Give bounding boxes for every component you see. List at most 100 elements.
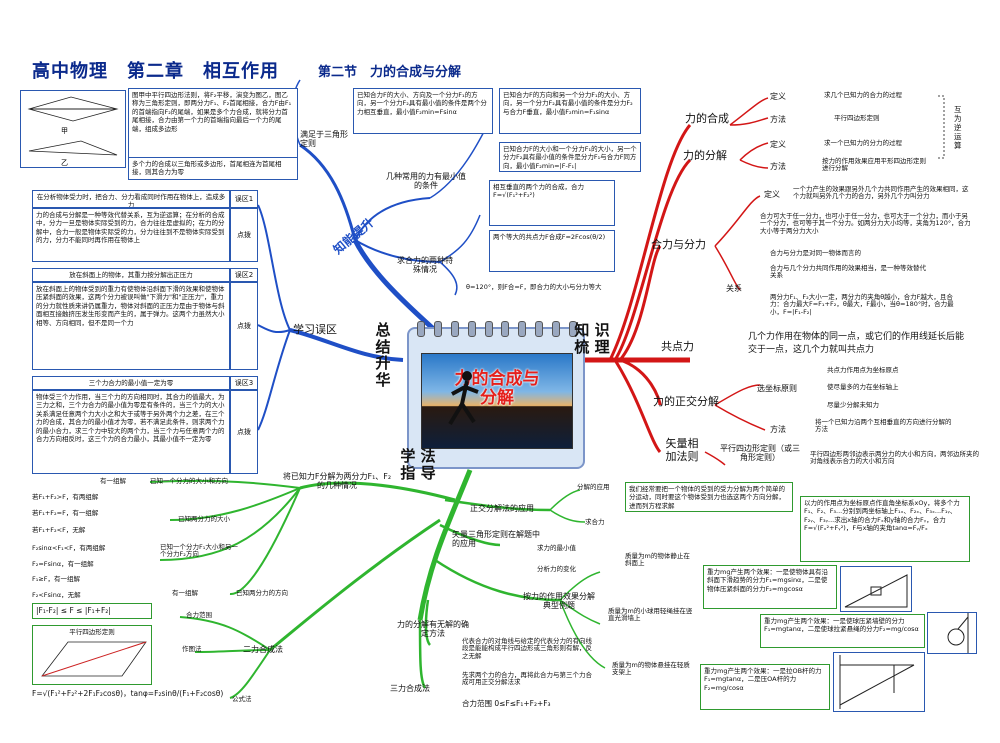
error2-tag: 误区2 xyxy=(230,268,258,282)
zj-p1: 共点力作用点为坐标原点 xyxy=(827,366,899,374)
min-box-2: 已知合力F的方向和另一个分力F₁的大小、方向，另一个分力F₂具有最小值的条件是分… xyxy=(499,88,641,134)
special-note: θ=120°，则F合=F，即合力的大小与分力等大 xyxy=(466,283,602,291)
inverse-bracket xyxy=(938,95,945,159)
green-branch xyxy=(417,469,473,621)
tri-min: 求力的最小值 xyxy=(537,544,576,552)
node-learn: 学习误区 xyxy=(293,323,337,336)
known-3d: F₂<Fsinα，无解 xyxy=(32,591,81,599)
node-gongdian: 共点力 xyxy=(661,340,694,353)
hub-summary: 总 结 升 华 xyxy=(375,321,391,389)
node-triangle: 矢量三角形定则在解题中的应用 xyxy=(452,530,540,549)
tri-change: 分析力的变化 xyxy=(537,565,576,573)
ex3: 质量为m的物体悬挂在轻质支架上 xyxy=(612,661,690,677)
ex1-figure xyxy=(840,566,912,612)
fenjie-def: 定义 xyxy=(770,140,786,149)
special-box-1: 相互垂直的两个力的合成，合力F=√(F₁²+F₂²) xyxy=(489,180,615,226)
min-box-1: 已知合力F的大小、方向及一个分力F₁的方向，另一个分力F₂具有最小值的条件是两个… xyxy=(353,88,493,134)
hub-method: 学 法 指 导 xyxy=(400,447,436,482)
known-1: 有一组解 xyxy=(100,477,126,485)
known-3c: F₁≥F，有一组解 xyxy=(32,575,81,583)
det-text: 代表合力的对角线与给定的代表分力的有向线段是能能构成平行四边形或三角形则有解，反… xyxy=(462,637,592,660)
node-heli: 合力与分力 xyxy=(651,238,706,251)
runner-silhouette xyxy=(448,371,479,426)
known-2: 已知两分力的大小 xyxy=(178,515,230,523)
node-known: 将已知力F分解为两分力F₁、F₂的几种情况 xyxy=(282,472,392,491)
zj-p3: 尽量少分解未知力 xyxy=(827,401,879,409)
error3-title: 三个力合力的最小值一定为零 xyxy=(32,376,230,390)
heli-rel3: 合力与几个分力共同作用的效果相当，是一种等效替代关系 xyxy=(770,264,926,280)
inverse-note: 互为逆运算 xyxy=(954,105,962,150)
node-fenjie: 力的分解 xyxy=(683,149,727,162)
triangle-rule-text: 图甲中平行四边形法则，将F₂平移，演变为图乙，图乙称为三角形定则，即两分力F₁、… xyxy=(128,88,298,158)
ex1: 质量为m的物体静止在斜面上 xyxy=(625,552,690,568)
zj-principle: 选坐标原则 xyxy=(757,384,797,393)
node-ortho: 正交分解法的应用 xyxy=(470,504,534,513)
range-label: 合力范围 xyxy=(186,611,212,619)
error1-tag: 误区1 xyxy=(230,190,258,208)
node-vector: 矢量相加法则 xyxy=(665,437,699,463)
ortho-app: 分解的应用 xyxy=(577,483,610,491)
error3-text: 物体受三个力作用，当三个力的方向相同时，其合力的值最大，为三力之和，三个力合力的… xyxy=(32,390,230,474)
graph-label: 作图法 xyxy=(182,645,202,653)
formula-label: 公式法 xyxy=(232,695,252,703)
known-3a: F₂sinα<F₁<F，有两组解 xyxy=(32,544,106,552)
hecheng-method-text: 平行四边形定则 xyxy=(834,114,880,122)
formula-text: F=√(F₁²+F₂²+2F₁F₂cosθ)，tanφ=F₂sinθ/(F₁+F… xyxy=(32,689,224,698)
known-4: 有一组解 xyxy=(172,589,198,597)
zj-method-text: 将一个已知力沿两个互相垂直的方向进行分解的方法 xyxy=(815,418,952,434)
error2-mark: 点拨 xyxy=(230,282,258,370)
vector-rule: 平行四边形定则（或三角形定则） xyxy=(720,444,800,463)
heli-rel4: 两分力F₁、F₂大小一定，两分力的夹角θ越小，合力F越大，且合力：合力最大F=F… xyxy=(770,293,954,316)
fenjie-method-text: 按力的作用效果应用平形四边形定则进行分解 xyxy=(822,157,926,173)
center-title: 力的合成与分解 xyxy=(454,369,540,408)
error1-mark: 点拨 xyxy=(230,208,258,262)
ortho-steps: 求合力 xyxy=(585,518,605,526)
zj-p2: 使尽量多的力在坐标轴上 xyxy=(827,383,899,391)
binder-rings xyxy=(417,321,577,337)
node-effect: 按力的作用效果分解典型例题 xyxy=(523,592,595,611)
hub-knowledge: 知 识 梳 理 xyxy=(574,321,610,356)
three-text-1: 先求两个力的合力，再将此合力与第三个力合成可用正交分解法求 xyxy=(462,671,592,687)
triangle-rule-note: 多个力的合成以三角形或多边形，首尾相连为首尾相接，则其合力为零 xyxy=(128,158,298,180)
vector-text: 平行四边形两邻边表示两分力的大小和方向，两邻边所夹的对角线表示合力的大小和方向 xyxy=(810,450,979,466)
error2-text: 放在斜面上的物体受到的重力有使物体沿斜面下滑的效果和使物体压紧斜面的效果，这两个… xyxy=(32,282,230,370)
heli-rel1: 合力可大于任一分力，也可小于任一分力，也可大于一个分力，而小于另一个分力，也可等… xyxy=(760,212,971,235)
center-card: 力的合成与分解 xyxy=(407,321,585,469)
node-two: 二力合成法 xyxy=(243,645,283,654)
fenjie-method: 方法 xyxy=(770,162,786,171)
page-title: 高中物理 第二章 相互作用 xyxy=(32,61,279,82)
ortho-steps-text: 以力的作用点为坐标原点作直角坐标系xOy，将多个力F₁、F₂、F₃...分别到两… xyxy=(800,496,970,562)
ex1-text: 重力mg产生两个效果：一是使物体具有沿斜面下滑趋势的分力F₁=mgsinα，二是… xyxy=(703,565,837,609)
graph-figure: 平行四边形定则 xyxy=(32,625,152,685)
known-3: 已知一个分力F₁大小和另一个分力F₂方向 xyxy=(160,543,238,559)
section-title: 第二节 力的合成与分解 xyxy=(318,65,462,80)
hecheng-method: 方法 xyxy=(770,115,786,124)
known-2a: 若F₁+F₂>F，有两组解 xyxy=(32,493,99,501)
error1-text: 力的合成与分解是一种等效代替关系，互为逆运算；在分析的合成中，分力一旦是物体实际… xyxy=(32,208,230,262)
runner-image: 力的合成与分解 xyxy=(421,353,573,449)
node-special: 求合力的两种特殊情况 xyxy=(397,256,453,275)
error1-title: 在分析物体受力时，把合力、分力看成同时作用在物体上，造成多力 xyxy=(32,190,230,208)
node-min-cond: 几种常用的力有最小值的条件 xyxy=(386,172,466,191)
known-3b: F₂=Fsinα，有一组解 xyxy=(32,560,94,568)
zj-method: 方法 xyxy=(770,425,786,434)
heli-def-text: 一个力产生的效果跟另外几个力共同作用产生的效果相同，这个力就叫另外几个力的合力，… xyxy=(793,185,969,201)
known-1b: 已知一个分力的大小和方向 xyxy=(150,477,228,485)
ex2-text: 重力mg产生两个效果：一是使球压紧墙壁的分力F₁=mgtanα，二是使球拉紧悬绳… xyxy=(760,614,925,648)
heli-rel: 关系 xyxy=(726,284,742,293)
hecheng-def: 定义 xyxy=(770,92,786,101)
fenjie-def-text: 求一个已知力的分力的过程 xyxy=(824,139,902,147)
graph-rule: 平行四边形定则 xyxy=(69,628,115,636)
known-2b: 若F₁+F₂=F，有一组解 xyxy=(32,509,99,517)
error3-tag: 误区3 xyxy=(230,376,258,390)
node-sanjiao: 满足于三角形定则 xyxy=(300,130,348,149)
svg-text:乙: 乙 xyxy=(61,159,68,167)
ortho-app-text: 我们经常要把一个物体的受到的受力分解为两个简单的分运动，同时要这个物体受到力也选… xyxy=(625,482,793,512)
error3-mark: 点拨 xyxy=(230,390,258,474)
node-zhengjiao: 力的正交分解 xyxy=(653,395,719,408)
special-box-2: 两个等大的共点力F合成F=2Fcos(θ/2) xyxy=(489,230,615,272)
ex2: 质量为m的小球用轻绳挂在竖直光滑墙上 xyxy=(608,607,693,623)
min-box-3: 已知合力F的大小和一个分力F₁的大小，另一个分力F₂具有最小值的条件是分力F₁与… xyxy=(499,142,641,172)
error2-title: 放在斜面上的物体，其重力按分解出正压力 xyxy=(32,268,230,282)
